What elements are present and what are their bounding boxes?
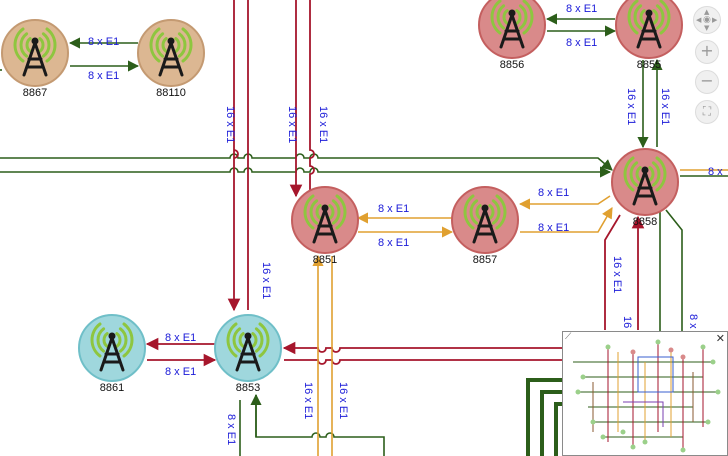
link-label: 16 (621, 316, 633, 328)
node-circle[interactable] (611, 148, 679, 216)
node-label: 8857 (473, 254, 497, 266)
link-label: 16 x E1 (302, 382, 314, 419)
overview-minimap[interactable]: ⟋ ✕ (562, 331, 728, 456)
minimap-graph (573, 339, 721, 453)
zoom-out-button[interactable]: − (695, 70, 719, 94)
link-label: 8 x (687, 314, 699, 329)
link-label: 16 x E1 (337, 382, 349, 419)
links-crimson[interactable] (145, 0, 645, 367)
link-label: 8 x E1 (538, 222, 569, 234)
node-label: 8867 (23, 87, 47, 99)
link-label: 8 x E1 (225, 414, 237, 445)
link-label: 8 x E1 (566, 3, 597, 15)
signal-waves-icon (90, 322, 134, 358)
link-label: 8 x E1 (538, 187, 569, 199)
node-8856[interactable]: 8856 (478, 0, 546, 71)
links-orange[interactable] (312, 169, 728, 456)
node-circle[interactable] (478, 0, 546, 59)
node-label: 8861 (100, 382, 124, 394)
node-circle[interactable] (615, 0, 683, 59)
link-label: 8 x E1 (88, 36, 119, 48)
node-label: 8858 (633, 216, 657, 228)
link-label: 16 x E1 (260, 262, 272, 299)
link-label: 16 x E1 (611, 256, 623, 293)
node-8867[interactable]: 8867 (1, 19, 69, 99)
link-label: 8 x E1 (88, 70, 119, 82)
signal-waves-icon (303, 194, 347, 230)
link-label: 16 x E1 (286, 106, 298, 143)
node-label: 88110 (156, 87, 186, 99)
node-88110[interactable]: 88110 (137, 19, 205, 99)
link-label: 8 x E1 (378, 203, 409, 215)
node-label: 8851 (313, 254, 337, 266)
signal-waves-icon (627, 0, 671, 35)
node-8855[interactable]: 8855 (615, 0, 683, 71)
node-circle[interactable] (214, 314, 282, 382)
node-circle[interactable] (451, 186, 519, 254)
node-label: 8853 (236, 382, 260, 394)
radio-tower-icon (499, 9, 525, 49)
link-label: 16 x E1 (224, 106, 236, 143)
nodes-layer[interactable]: 8867 88110 8856 8855 8858 8851 8857 8861 8853 (1, 0, 683, 394)
node-circle[interactable] (137, 19, 205, 87)
node-8857[interactable]: 8857 (451, 186, 519, 266)
overview-resize-icon[interactable]: ⟋ (565, 332, 572, 342)
node-label: 8855 (637, 59, 661, 71)
radio-tower-icon (472, 204, 498, 244)
node-circle[interactable] (78, 314, 146, 382)
signal-waves-icon (149, 27, 193, 63)
zoom-in-button[interactable]: + (695, 40, 719, 64)
link-label: 8 x E1 (378, 237, 409, 249)
link-label: 16 x E1 (659, 88, 671, 125)
link-label: 8 x E1 (566, 37, 597, 49)
node-circle[interactable] (291, 186, 359, 254)
signal-waves-icon (13, 27, 57, 63)
links-green[interactable] (0, 13, 728, 456)
link-label: 8 x E1 (165, 332, 196, 344)
signal-waves-icon (490, 0, 534, 35)
zoom-controls: ▲ ▼ ◀ ▶ ◉ + − ⛶ (693, 6, 721, 124)
signal-waves-icon (226, 322, 270, 358)
radio-tower-icon (636, 9, 662, 49)
radio-tower-icon (235, 332, 261, 372)
node-8861[interactable]: 8861 (78, 314, 146, 394)
link-label: 8 x (708, 166, 723, 178)
signal-waves-icon (623, 156, 667, 192)
radio-tower-icon (22, 37, 48, 77)
link-labels: 8 x E1 8 x E1 8 x E1 8 x E1 8 x E1 8 x E… (88, 3, 723, 445)
overview-close-icon[interactable]: ✕ (715, 332, 725, 345)
radio-tower-icon (312, 204, 338, 244)
node-label: 8856 (500, 59, 524, 71)
link-label: 16 x E1 (317, 106, 329, 143)
radio-tower-icon (99, 332, 125, 372)
pan-compass-icon[interactable]: ▲ ▼ ◀ ▶ ◉ (693, 6, 721, 34)
link-label: 8 x E1 (165, 366, 196, 378)
node-circle[interactable] (1, 19, 69, 87)
fit-to-screen-button[interactable]: ⛶ (695, 100, 719, 124)
signal-waves-icon (463, 194, 507, 230)
link-label: 16 x E1 (625, 88, 637, 125)
node-8858[interactable]: 8858 (611, 148, 679, 228)
radio-tower-icon (158, 37, 184, 77)
node-8851[interactable]: 8851 (291, 186, 359, 266)
radio-tower-icon (632, 166, 658, 206)
node-8853[interactable]: 8853 (214, 314, 282, 394)
